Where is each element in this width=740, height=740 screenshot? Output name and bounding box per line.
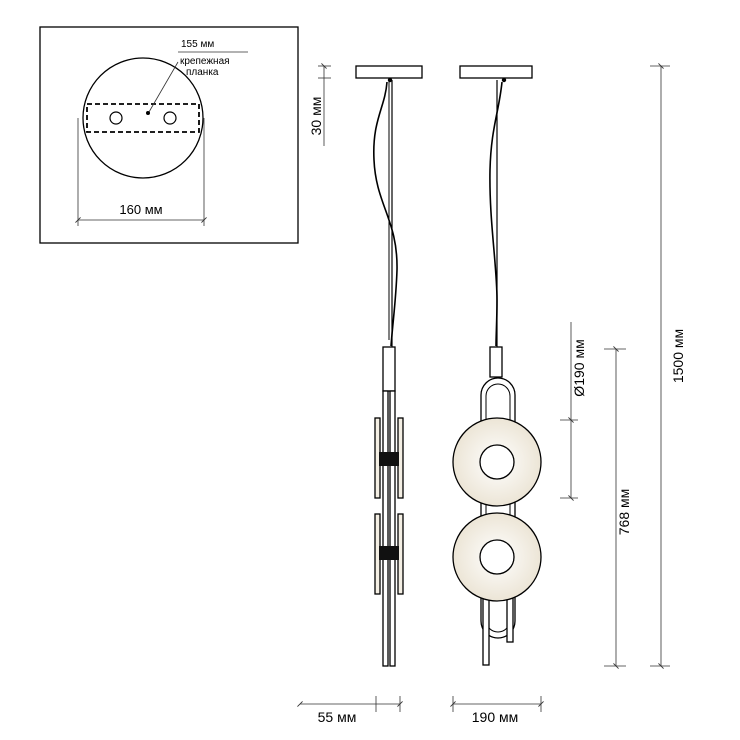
canopy-height-label: 30 мм (308, 97, 324, 136)
canopy-height-dimension: 30 мм (308, 63, 331, 146)
side-width-label: 55 мм (318, 709, 357, 725)
side-view: 55 мм (297, 65, 423, 725)
front-view: 190 мм (450, 65, 544, 725)
bracket-hole-right (163, 111, 177, 125)
body-height-dimension: 768 мм (604, 346, 632, 669)
callout-size-label: 155 мм (181, 39, 214, 50)
front-width-label: 190 мм (472, 709, 519, 725)
front-loop-frame-inner (485, 383, 511, 633)
callout-name-line1: крепежная (180, 56, 230, 67)
mounting-bracket (86, 103, 200, 133)
callout-leader (148, 61, 179, 113)
front-disc-upper-center (479, 444, 515, 480)
callout-name-line2: планка (186, 67, 219, 78)
side-bar-lower (389, 390, 396, 667)
disc-diameter-label: Ø190 мм (571, 339, 587, 396)
canopy-width-label: 160 мм (119, 202, 162, 217)
front-canopy (459, 65, 533, 79)
bracket-hole-left (109, 111, 123, 125)
canopy-top-view-inset: 155 мм крепежная планка 160 мм (39, 26, 299, 244)
front-top-connector (489, 346, 503, 378)
front-canopy-hook (501, 77, 507, 83)
body-height-label: 768 мм (616, 489, 632, 536)
front-loop-frame (480, 377, 516, 639)
side-canopy (355, 65, 423, 79)
side-top-connector (382, 346, 396, 392)
side-power-cable (373, 81, 398, 347)
canopy-circle (82, 57, 204, 179)
total-height-dimension: 1500 мм (650, 63, 686, 669)
total-height-label: 1500 мм (670, 329, 686, 383)
disc-diameter-dimension: Ø190 мм (560, 322, 587, 501)
front-power-cable (489, 81, 503, 347)
side-lamp-upper (379, 452, 399, 466)
front-disc-lower-center (479, 539, 515, 575)
side-lamp-lower (379, 546, 399, 560)
side-bar-upper (382, 390, 389, 667)
